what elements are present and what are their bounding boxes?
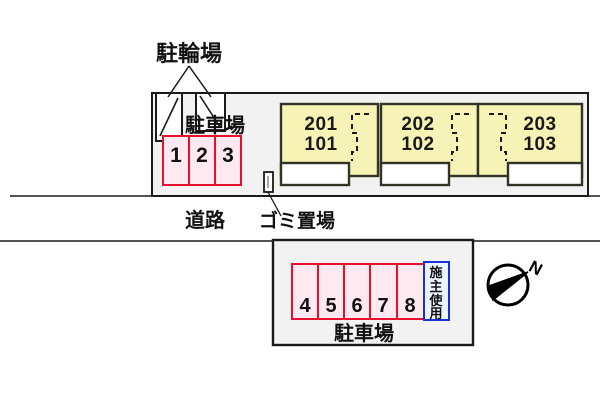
parking-space-5-label: 5 — [325, 295, 336, 317]
parking-space-8-label: 8 — [404, 295, 415, 317]
parking-space-4-label: 4 — [299, 295, 311, 317]
building-unit-203-103: 203 103 — [476, 102, 584, 187]
parking-space-3-label: 3 — [222, 144, 234, 167]
road-label: 道路 — [185, 208, 226, 232]
unit-103-lower-number: 103 — [523, 134, 556, 155]
unit-203-upper-number: 203 — [523, 114, 556, 135]
parking-top-label: 駐車場 — [185, 113, 245, 137]
unit-202-upper-number: 202 — [401, 114, 434, 135]
unit-201-upper-number: 201 — [304, 114, 337, 135]
parking-bottom-label: 駐車場 — [334, 321, 394, 345]
bicycle-parking-boxes — [155, 92, 226, 142]
parking-bottom-group: 4 5 6 7 8 — [291, 263, 425, 320]
bicycle-parking-label: 駐輪場 — [156, 41, 222, 67]
parking-space-1-label: 1 — [170, 144, 182, 167]
parking-top-group: 1 2 3 — [162, 135, 242, 186]
building-unit-202-102: 202 102 — [379, 102, 480, 187]
compass-rose: N — [486, 257, 546, 307]
parking-space-6-label: 6 — [351, 295, 362, 317]
compass-north-label: N — [526, 257, 546, 280]
garbage-area-marker — [263, 171, 282, 217]
unit-102-lower-number: 102 — [401, 134, 434, 155]
owner-use-char-3: 使 — [428, 293, 443, 309]
building-unit-201-101: 201 101 — [279, 102, 380, 187]
owner-use-space: 施 主 使 用 — [423, 261, 450, 322]
parking-space-2-label: 2 — [196, 144, 208, 167]
owner-use-char-2: 主 — [429, 279, 442, 295]
parking-space-7-label: 7 — [377, 295, 388, 317]
bicycle-parking-leader-lines — [167, 65, 212, 98]
owner-use-char-1: 施 — [429, 265, 442, 281]
unit-101-lower-number: 101 — [304, 134, 337, 155]
owner-use-char-4: 用 — [428, 307, 442, 322]
garbage-area-label: ゴミ置場 — [259, 209, 335, 232]
